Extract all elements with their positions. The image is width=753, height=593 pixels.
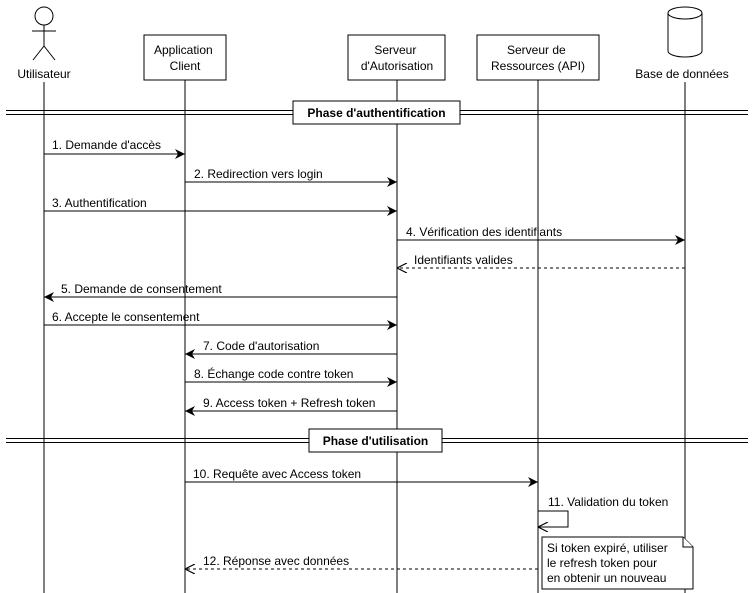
message-2: 2. Redirection vers login [185, 167, 397, 187]
message-label: 6. Accepte le consentement [52, 310, 200, 324]
message-4: 4. Vérification des identifiants [397, 225, 685, 245]
participant-application-client: Application Client [143, 34, 227, 81]
participant-label: Serveur d'Autorisation [361, 43, 433, 73]
participant-serveur-autorisation: Serveur d'Autorisation [347, 34, 446, 81]
message-label: 11. Validation du token [548, 495, 668, 509]
database-icon [667, 6, 703, 58]
message-label: 2. Redirection vers login [194, 167, 323, 181]
message-5: 5. Demande de consentement [44, 282, 397, 302]
participant-box [347, 34, 446, 81]
actor-icon [32, 6, 56, 61]
message-label: 5. Demande de consentement [61, 282, 222, 296]
message-12: 12. Réponse avec données [185, 554, 538, 569]
participant-label: Utilisateur [17, 67, 70, 81]
divider-phase-utilisation: Phase d'utilisation [6, 428, 748, 453]
divider-phase-authentification: Phase d'authentification [6, 100, 748, 125]
participant-label: Application Client [154, 43, 216, 73]
participant-utilisateur: Utilisateur [17, 6, 71, 81]
message-label: 12. Réponse avec données [203, 554, 349, 568]
message-3: 3. Authentification [44, 196, 397, 216]
message-label: 1. Demande d'accès [52, 138, 161, 152]
message-label: 10. Requête avec Access token [193, 467, 361, 481]
participant-label: Serveur de Ressources (API) [491, 43, 585, 73]
message-label: 9. Access token + Refresh token [203, 396, 375, 410]
message-7: 7. Code d'autorisation [185, 339, 397, 359]
divider-label: Phase d'authentification [307, 106, 445, 120]
message-1: 1. Demande d'accès [44, 138, 185, 159]
message-10: 10. Requête avec Access token [185, 467, 538, 487]
participant-serveur-ressources: Serveur de Ressources (API) [476, 34, 600, 81]
participant-base-de-donnees: Base de données [635, 6, 729, 81]
message-label: Identifiants valides [414, 253, 513, 267]
participant-box [476, 34, 600, 81]
participant-box [143, 34, 227, 81]
divider-label: Phase d'utilisation [323, 434, 429, 448]
note-text: Si token expiré, utiliser le refresh tok… [547, 541, 671, 585]
message-label: 7. Code d'autorisation [203, 339, 319, 353]
message-label: 4. Vérification des identifiants [406, 225, 562, 239]
note-refresh-token: Si token expiré, utiliser le refresh tok… [541, 536, 694, 590]
participant-label: Base de données [635, 67, 728, 81]
message-6: 6. Accepte le consentement [44, 310, 397, 330]
message-label: 3. Authentification [52, 196, 147, 210]
message-8: 8. Échange code contre token [185, 366, 397, 387]
message-9: 9. Access token + Refresh token [185, 396, 397, 416]
message-label: 8. Échange code contre token [194, 366, 353, 381]
message-11-self: 11. Validation du token [538, 495, 668, 527]
message-4-reply: Identifiants valides [397, 253, 685, 268]
